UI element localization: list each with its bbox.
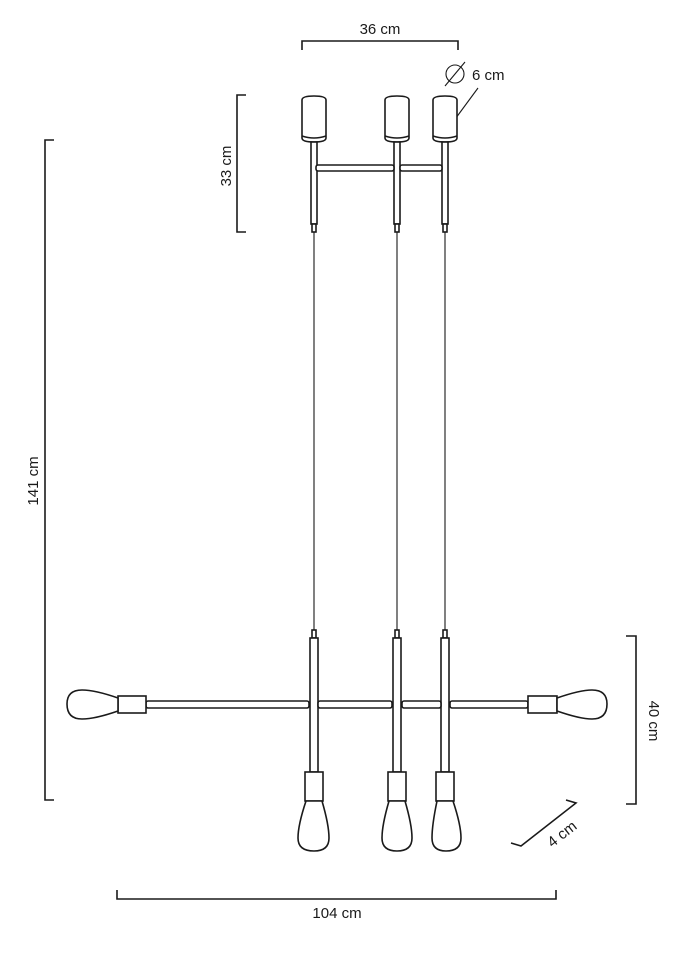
dimension-canopy-span: 36 cm: [301, 21, 459, 50]
dimension-fixture-height: 40 cm: [626, 635, 662, 805]
canopy-right: [432, 95, 458, 143]
dimension-canopy-height: 33 cm: [218, 94, 246, 233]
bulb-right: [527, 689, 608, 720]
label-total-height: 141 cm: [25, 456, 42, 505]
suspension-cables: [313, 232, 446, 630]
bulb-hanging-left: [297, 771, 330, 852]
diameter-icon: [445, 64, 465, 84]
bulb-hanging-right: [431, 771, 462, 852]
label-canopy-diameter: 6 cm: [472, 67, 505, 84]
label-total-width: 104 cm: [312, 905, 361, 922]
fixture-body: [145, 629, 529, 773]
label-canopy-span: 36 cm: [360, 21, 401, 38]
canopy-middle: [384, 95, 410, 143]
bulb-left: [66, 689, 147, 720]
canopy-stems: [310, 141, 449, 233]
dimension-fixture-depth: 4 cm: [510, 799, 580, 851]
label-canopy-height: 33 cm: [218, 146, 235, 187]
label-fixture-height: 40 cm: [645, 701, 662, 742]
dimension-total-width: 104 cm: [116, 890, 557, 922]
dimension-total-height: 141 cm: [25, 139, 54, 801]
bulb-hanging-middle: [381, 771, 413, 852]
canopy-left: [301, 95, 327, 143]
